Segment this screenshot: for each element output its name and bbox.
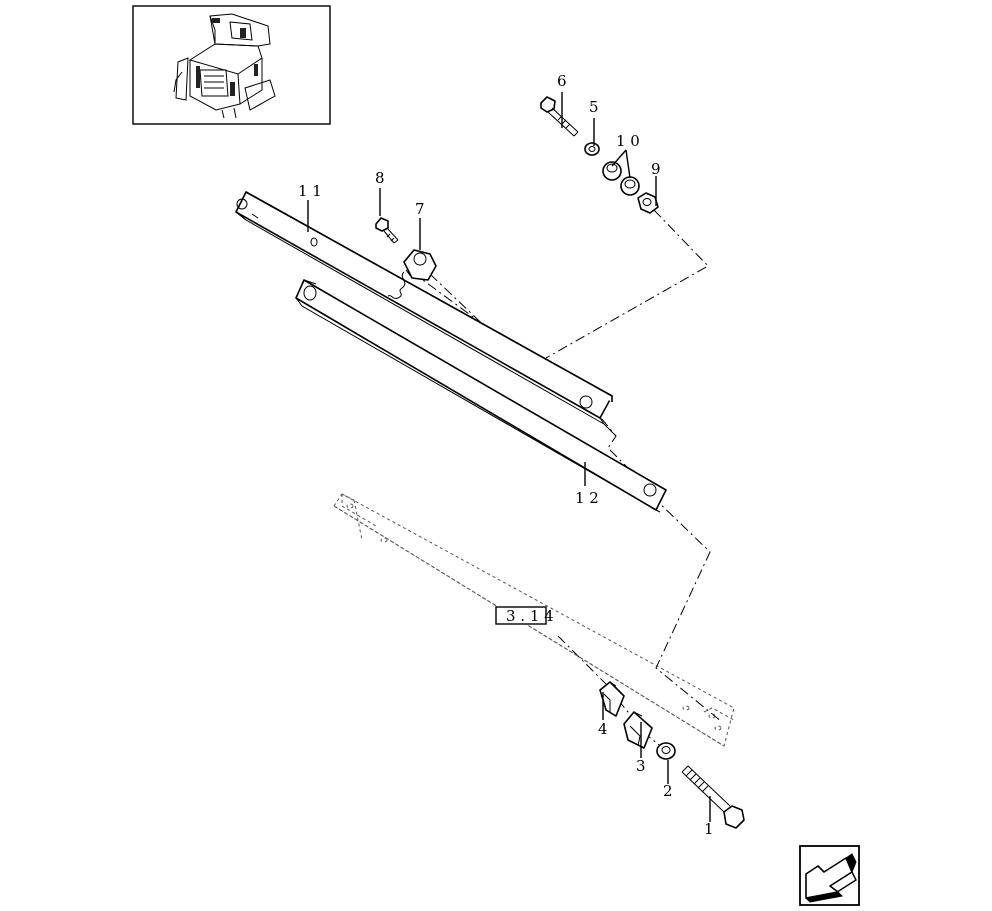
reference-box[interactable]: 3 . 1 4 <box>495 606 554 625</box>
washer-part-5 <box>584 142 600 156</box>
washer-part-2 <box>656 742 676 760</box>
callout-5: 5 <box>589 98 599 116</box>
machine-location-thumbnail-icon <box>132 5 331 125</box>
upper-rail-part-11 <box>235 191 613 425</box>
callout-7: 7 <box>415 200 425 218</box>
bolt-part-1 <box>681 765 745 829</box>
leader-lines <box>307 92 711 822</box>
callout-1: 1 <box>704 820 714 838</box>
bolt-part-6 <box>540 96 579 137</box>
assembly-lines <box>411 209 723 753</box>
clip-part-4 <box>599 681 625 717</box>
ghost-frame-member <box>333 493 735 747</box>
callout-9: 9 <box>651 160 661 178</box>
callout-6: 6 <box>557 72 567 90</box>
nut-part-9 <box>637 192 659 214</box>
clamp-part-7 <box>387 249 437 299</box>
callout-12: 1 2 <box>575 489 599 507</box>
callout-2: 2 <box>663 782 673 800</box>
bolt-part-8 <box>375 217 399 244</box>
callout-11: 1 1 <box>298 182 322 200</box>
callout-8: 8 <box>375 169 385 187</box>
lower-rail-part-12 <box>295 279 667 513</box>
callout-10: 1 0 <box>616 132 640 150</box>
bushing-part-10 <box>602 161 640 196</box>
callout-3: 3 <box>636 757 646 775</box>
reference-box-label: 3 . 1 4 <box>506 607 554 625</box>
callout-labels: 1 2 3 4 5 6 7 8 9 1 0 1 1 1 2 <box>298 72 714 838</box>
clip-part-3 <box>623 711 653 749</box>
arrow-left-down-icon[interactable] <box>799 845 860 906</box>
callout-4: 4 <box>598 720 608 738</box>
